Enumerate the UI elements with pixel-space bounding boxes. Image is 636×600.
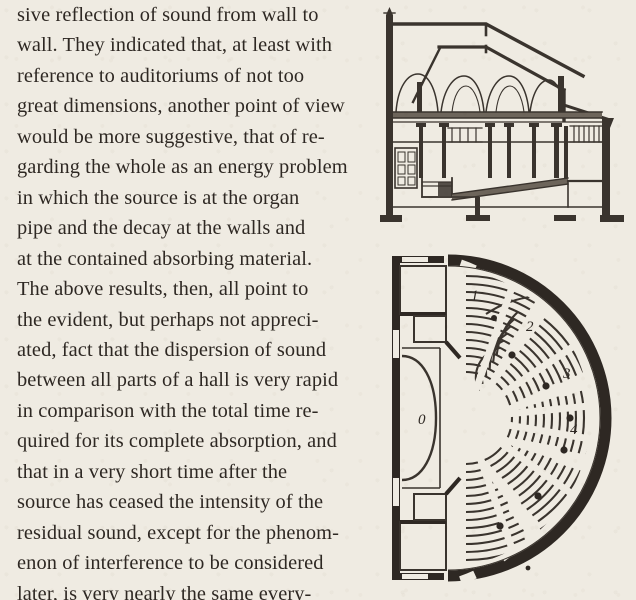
station-dot [491,315,497,321]
corner-room-upper [399,265,447,316]
text-line: between all parts of a hall is very rapi… [17,369,339,392]
text-line: the evident, but perhaps not appreci- [17,308,319,331]
auditorium-longitudinal-section [378,2,636,228]
station-label-0: 0 [418,412,426,428]
vault-arch-1 [395,73,439,113]
station-dot [508,351,516,359]
plan-drawing: 0 1 2 3 4 [392,254,612,585]
panelled-door [394,147,418,189]
balustrade [447,125,603,143]
upper-roof-line [391,22,586,79]
basement-post [475,197,480,215]
column [439,123,449,178]
text-line: in which the source is at the organ [17,186,300,209]
figure-column: 0 1 2 3 4 [378,0,636,600]
text-line: ated, fact that the dispersion of sound [17,338,327,361]
raked-floor [452,178,568,200]
text-line: wall. They indicated that, at least with [17,34,333,57]
station-label-2: 2 [526,319,534,335]
text-line: would be more suggestive, that of re- [17,125,325,148]
column [564,126,568,178]
colonnade [416,123,568,178]
wall-finial [386,7,393,15]
text-line: residual sound, except for the phenom- [17,521,340,544]
text-line: in comparison with the total time re- [17,399,319,422]
text-line: sive reflection of sound from wall to [17,4,319,26]
text-line: that in a very short time after the [17,460,288,483]
text-line: quired for its complete absorption, and [17,430,337,453]
foundation-right-inner [554,215,576,221]
station-labels: 0 1 2 3 4 [418,288,578,438]
left-wall [386,15,393,220]
stage-platform [421,177,453,198]
text-line: later, is very nearly the same every- [17,582,312,600]
column [485,123,495,178]
rear-wall [392,256,400,580]
text-line: The above results, then, all point to [17,278,309,301]
vault-arch-2 [440,75,485,113]
column [551,123,562,178]
station-dot [496,522,504,530]
station-label-3: 3 [562,366,571,382]
text-line: source has ceased the intensity of the [17,491,324,514]
auditorium-floor-plan: 0 1 2 3 4 [378,238,636,598]
lower-roof-line [437,45,567,93]
column [529,123,539,178]
foundation-mid [466,215,490,221]
column [504,123,514,178]
aisles [462,274,590,562]
text-line: reference to auditoriums of not too [17,64,305,87]
right-wall [602,118,610,220]
vault-pier-right [558,76,564,112]
corner-room-lower [399,520,447,571]
foundation-right [600,215,624,222]
section-drawing [380,7,624,222]
gallery-floor-band [393,112,602,118]
station-dot [560,446,568,454]
station-dot [525,565,531,571]
stage-recess [401,347,441,489]
stations [491,315,574,571]
paragraph-continued: sive reflection of sound from wall to wal… [17,0,372,600]
text-line: pipe and the decay at the walls and [17,217,306,240]
station-dot [566,414,574,422]
vault-pier-left [417,82,422,112]
station-label-4: 4 [570,422,578,438]
text-line: at the contained absorbing material. [17,247,313,270]
text-line: garding the whole as an energy problem [17,156,348,179]
column [416,123,426,178]
vestibule-upper [413,315,462,360]
text-line: enon of interference to be considered [17,552,324,575]
foundation-left [380,215,402,222]
vestibule-lower [413,476,462,521]
station-dot [542,382,550,390]
text-line: great dimensions, another point of view [17,95,345,118]
vault-arch-3 [485,75,530,113]
station-dot [534,492,542,500]
station-label-1: 1 [471,288,479,304]
text-column: sive reflection of sound from wall to wal… [17,0,372,600]
